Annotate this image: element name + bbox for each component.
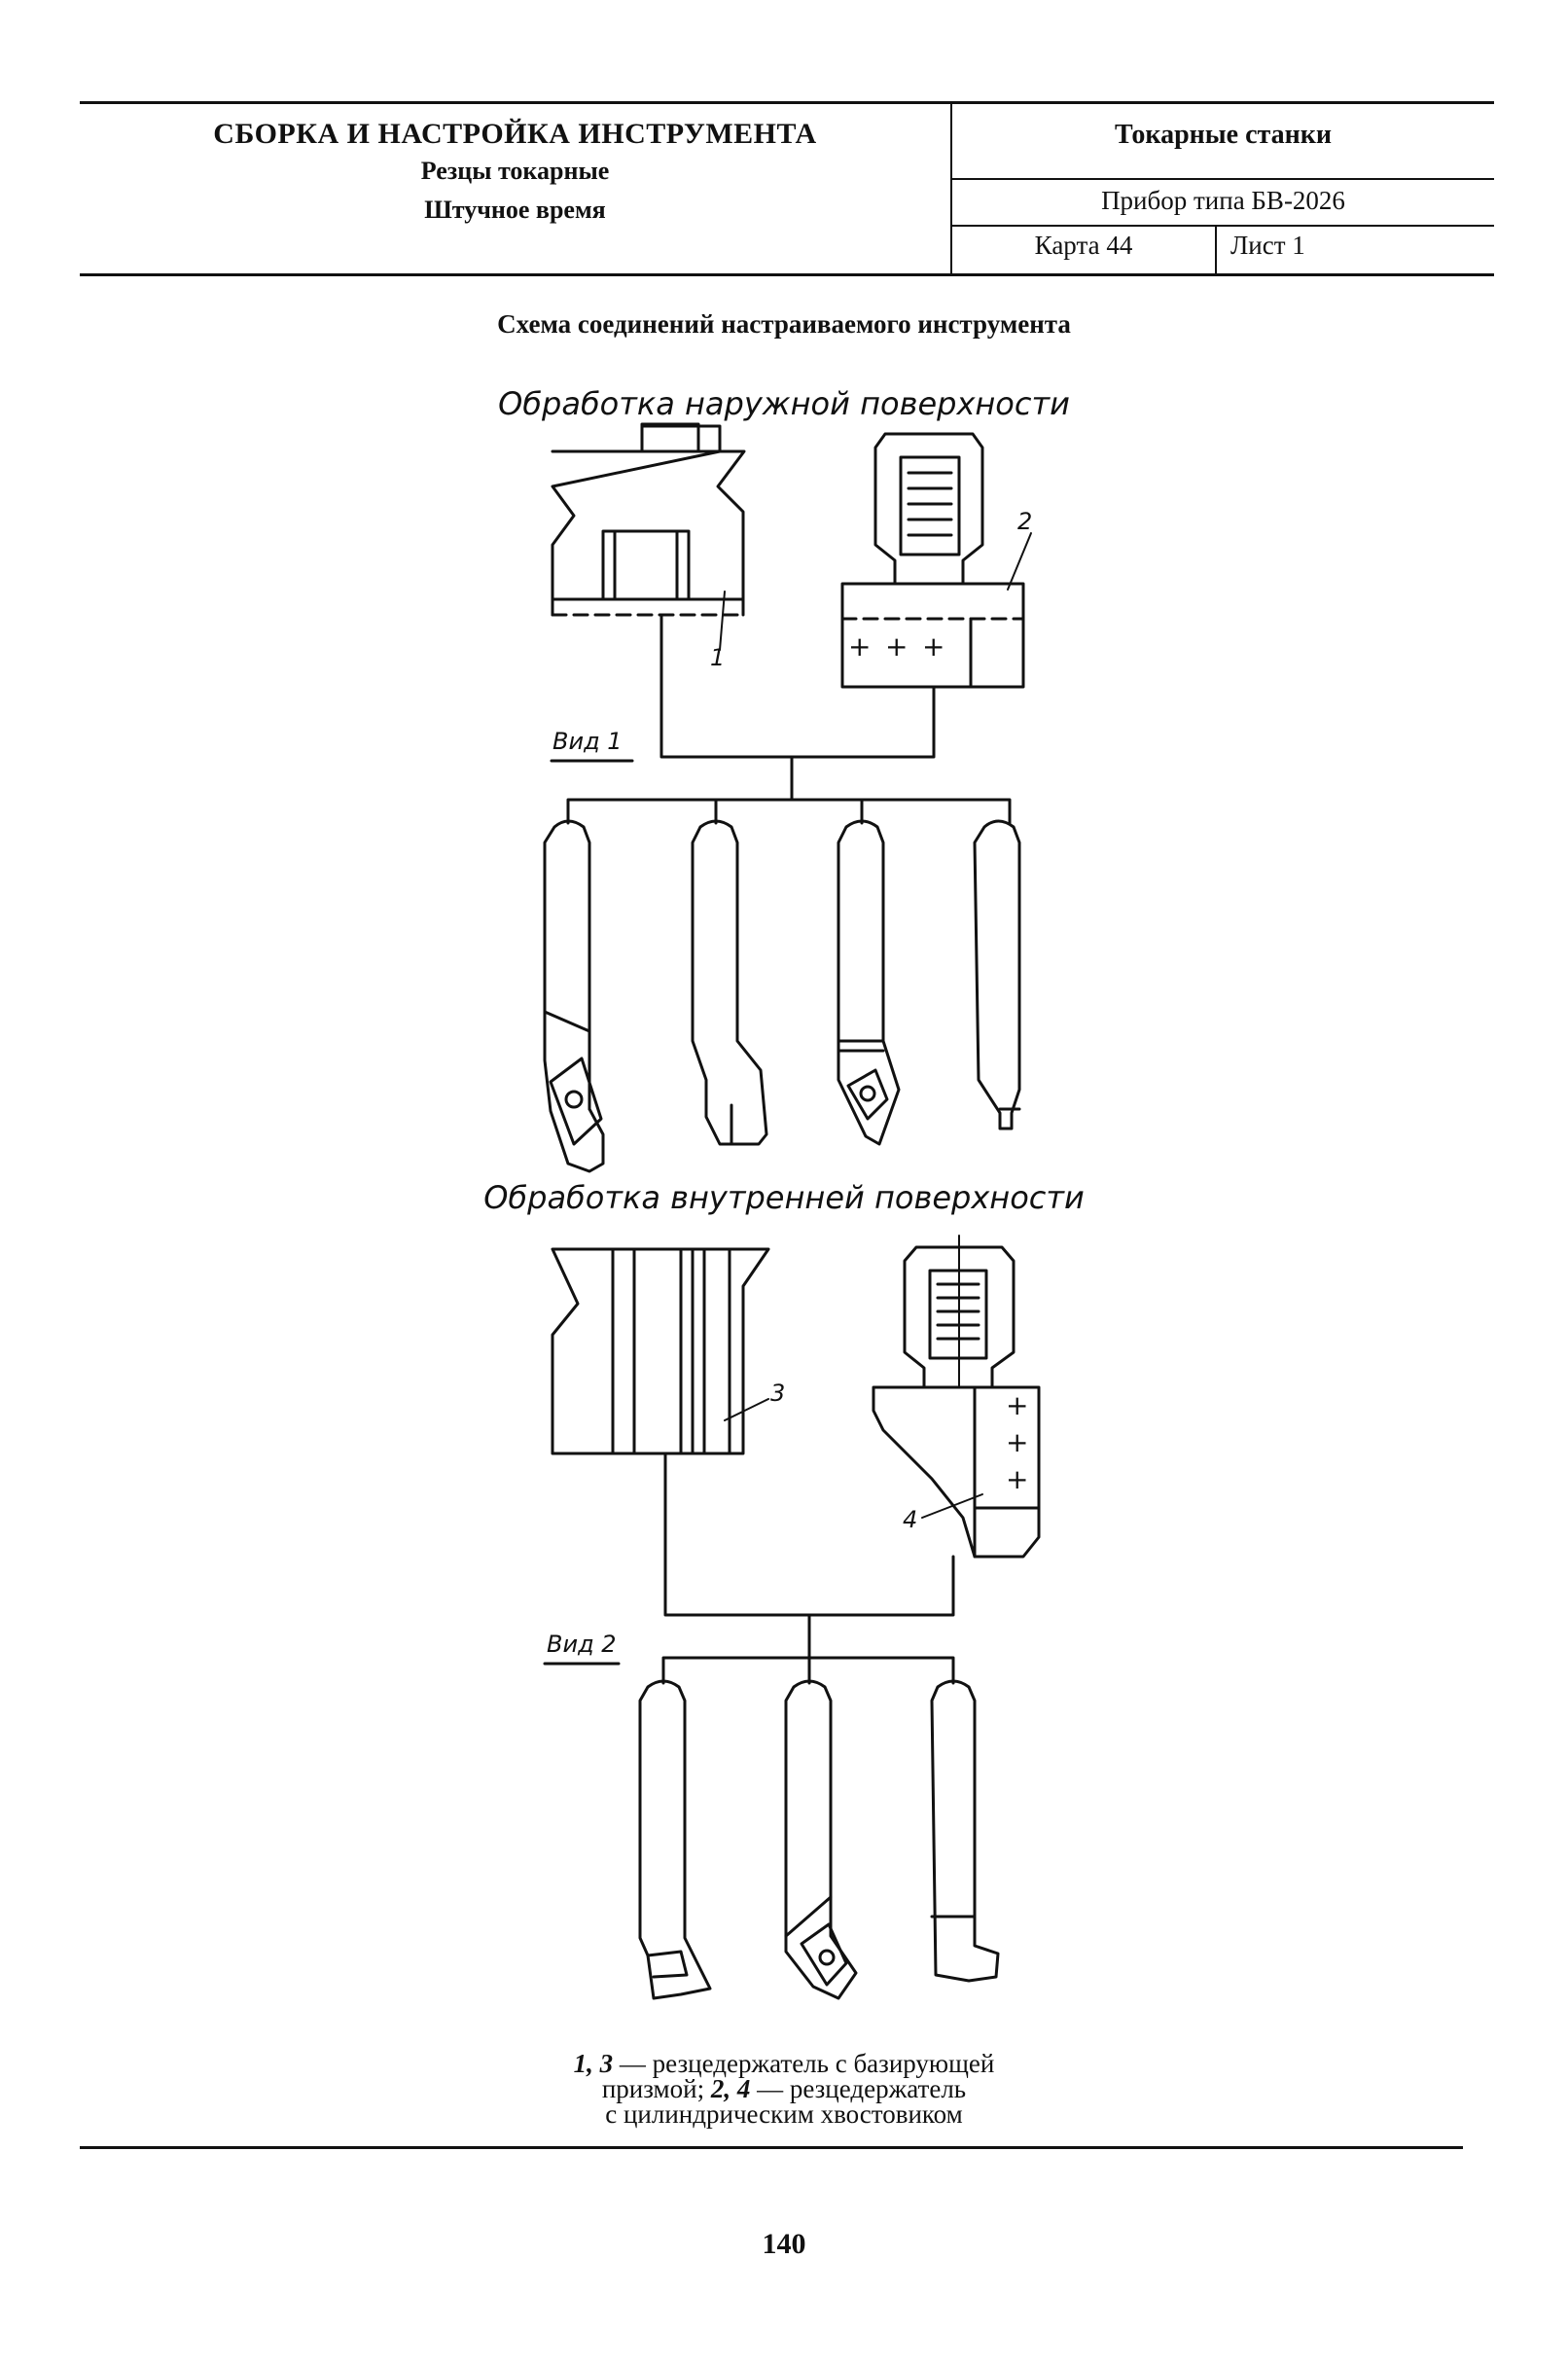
caption-text-b: призмой; <box>601 2074 711 2103</box>
header-rule <box>952 225 1494 227</box>
section-external-title: Обработка наружной поверхности <box>498 385 1070 422</box>
header-table: СБОРКА И НАСТРОЙКА ИНСТРУМЕНТА Резцы ток… <box>80 101 1494 276</box>
label-holder-3: 3 <box>770 1380 786 1407</box>
header-sheet: Лист 1 <box>1230 231 1305 260</box>
label-holder-1: 1 <box>710 644 726 671</box>
cutter-7 <box>930 1679 1000 1983</box>
header-title: СБОРКА И НАСТРОЙКА ИНСТРУМЕНТА <box>213 118 817 150</box>
section-internal-title: Обработка внутренней поверхности <box>483 1179 1085 1216</box>
caption-text-c: — резцедержатель <box>750 2074 967 2103</box>
caption-text-a: — резцедержатель с базирующей <box>613 2049 995 2078</box>
plus-mark: + <box>1006 1463 1029 1495</box>
page-number: 140 <box>762 2228 806 2260</box>
plus-mark: + <box>1006 1426 1029 1458</box>
bottom-rule <box>80 2146 1463 2149</box>
caption-text-d: с цилиндрическим хвостовиком <box>605 2099 963 2129</box>
plus-mark: + <box>1006 1389 1029 1421</box>
caption-numbers-b: 2, 4 <box>710 2074 751 2103</box>
holder-4-cylindrical <box>872 1235 1041 1559</box>
cutter-4 <box>973 819 1021 1130</box>
cutter-3 <box>837 819 901 1146</box>
scheme-title: Схема соединений настраиваемого инструме… <box>497 309 1071 339</box>
header-divider <box>1215 227 1217 273</box>
figure-caption: 1, 3 — резцедержатель с базирующей призм… <box>0 2049 1568 2129</box>
label-view-1: Вид 1 <box>552 728 623 755</box>
label-holder-4: 4 <box>903 1506 918 1533</box>
holder-2-cylindrical <box>840 432 1032 689</box>
plus-mark: + <box>885 630 909 663</box>
label-view-2: Вид 2 <box>547 1631 617 1658</box>
header-subtitle-time: Штучное время <box>424 196 606 224</box>
caption-numbers-a: 1, 3 <box>573 2049 614 2078</box>
cutter-1 <box>543 819 605 1173</box>
cutter-2 <box>691 819 768 1146</box>
header-left-cell: СБОРКА И НАСТРОЙКА ИНСТРУМЕНТА Резцы ток… <box>80 104 950 273</box>
plus-mark: + <box>922 630 945 663</box>
header-card: Карта 44 <box>1034 231 1133 260</box>
connection-lines-2 <box>543 1452 955 1685</box>
label-holder-2: 2 <box>1017 508 1033 535</box>
holder-1-prism <box>551 422 746 651</box>
header-subtitle-cutters: Резцы токарные <box>420 157 610 185</box>
header-divider <box>950 104 952 273</box>
connection-lines-1 <box>550 613 1012 825</box>
holder-3-prism <box>551 1247 770 1455</box>
cutter-5 <box>638 1679 712 2000</box>
header-rule <box>952 178 1494 180</box>
plus-mark: + <box>848 630 872 663</box>
header-right-cell: Токарные станки Прибор типа БВ-2026 Карт… <box>952 104 1494 273</box>
header-device: Прибор типа БВ-2026 <box>1101 186 1345 215</box>
header-machine-type: Токарные станки <box>1114 120 1333 150</box>
cutter-6 <box>784 1679 858 2000</box>
